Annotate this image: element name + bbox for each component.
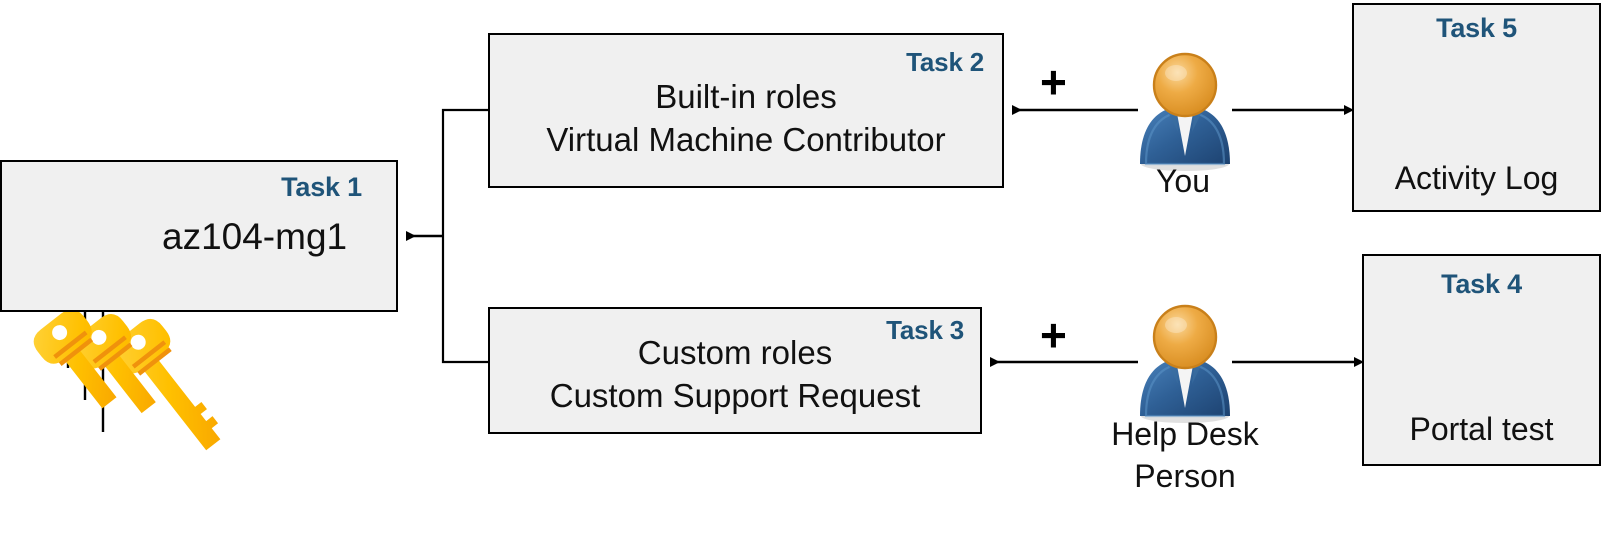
node-task4[interactable]: Task 4 Portal test xyxy=(1362,254,1601,466)
task4-label: Task 4 xyxy=(1441,269,1522,299)
actor-helpdesk-caption-line1: Help Desk xyxy=(1111,416,1259,452)
task5-label: Task 5 xyxy=(1436,13,1517,43)
plus-operator-top: + xyxy=(1040,56,1067,108)
task3-line1: Custom roles xyxy=(637,334,833,371)
actor-you-caption: You xyxy=(1156,163,1210,199)
task2-label: Task 2 xyxy=(906,47,984,77)
task4-name: Portal test xyxy=(1409,411,1554,447)
task1-name: az104-mg1 xyxy=(162,216,348,257)
node-task3[interactable]: Task 3 Custom roles Custom Support Reque… xyxy=(488,307,982,434)
task1-label: Task 1 xyxy=(281,172,362,202)
node-task1[interactable]: Task 1 az104-mg1 xyxy=(0,160,398,312)
task3-label: Task 3 xyxy=(886,315,964,345)
task3-line2: Custom Support Request xyxy=(549,377,921,414)
connector-roles-to-management-group xyxy=(406,108,488,364)
task2-line1: Built-in roles xyxy=(655,78,837,115)
task2-line2: Virtual Machine Contributor xyxy=(546,121,946,158)
node-task5[interactable]: Task 5 Activity Log xyxy=(1352,3,1601,212)
plus-operator-bottom: + xyxy=(1040,309,1067,361)
actor-helpdesk-caption-line2: Person xyxy=(1134,458,1236,494)
node-task2[interactable]: Task 2 Built-in roles Virtual Machine Co… xyxy=(488,33,1004,188)
person-icon-you xyxy=(1140,52,1230,171)
task5-name: Activity Log xyxy=(1394,160,1559,196)
person-icon-helpdesk xyxy=(1140,304,1230,423)
